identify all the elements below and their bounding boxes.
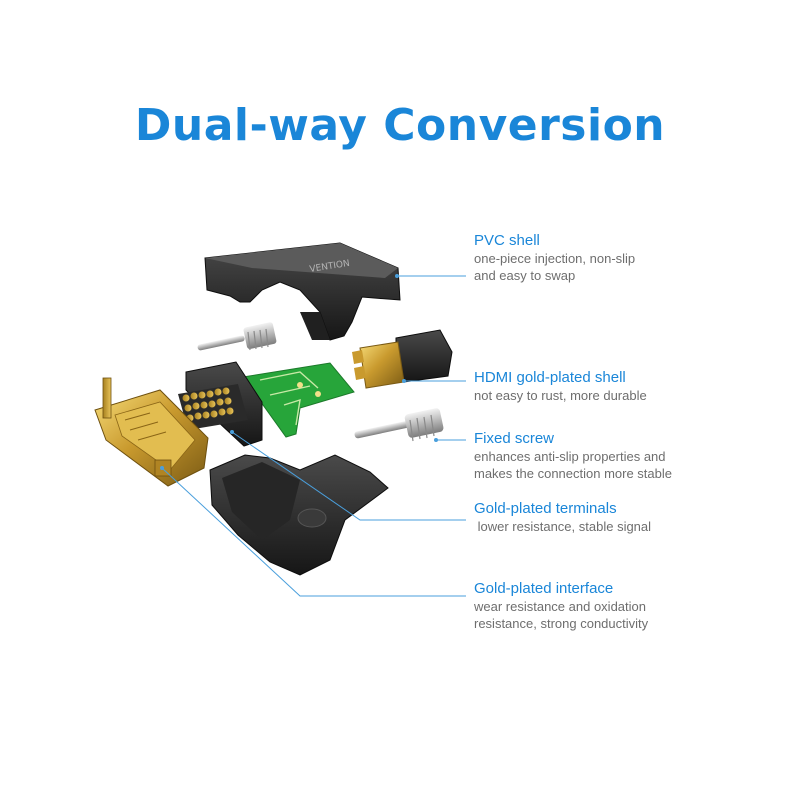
feature-description: enhances anti-slip properties and makes … (474, 448, 774, 482)
right-fixed-screw-image (354, 408, 444, 442)
feature-gold-plated-interface: Gold-plated interface wear resistance an… (474, 580, 774, 632)
feature-description: wear resistance and oxidation resistance… (474, 598, 774, 632)
feature-title: HDMI gold-plated shell (474, 369, 626, 386)
hdmi-module-image (352, 329, 453, 389)
feature-title: Gold-plated interface (474, 580, 614, 597)
feature-description-line: not easy to rust, more durable (474, 388, 647, 403)
feature-description-line: lower resistance, stable signal (474, 519, 652, 534)
terminal-block-image (178, 361, 263, 447)
feature-description-line: and easy to swap (474, 268, 576, 283)
feature-description: one-piece injection, non-slip and easy t… (474, 250, 774, 284)
feature-fixed-screw: Fixed screw enhances anti-slip propertie… (474, 430, 774, 482)
feature-gold-plated-terminals: Gold-plated terminals lower resistance, … (474, 500, 774, 535)
feature-description: not easy to rust, more durable (474, 387, 774, 404)
feature-description-line: one-piece injection, non-slip (474, 251, 636, 266)
feature-title: Fixed screw (474, 430, 555, 447)
feature-title: PVC shell (474, 232, 540, 249)
page-title: Dual-way Conversion (134, 100, 666, 151)
feature-hdmi-gold-plated-shell: HDMI gold-plated shell not easy to rust,… (474, 369, 774, 404)
pvc-bottom-shell-image (209, 454, 389, 576)
feature-title: Gold-plated terminals (474, 500, 617, 517)
left-fixed-screw-image (197, 322, 277, 351)
feature-description: lower resistance, stable signal (474, 518, 774, 535)
feature-description-line: makes the connection more stable (474, 466, 672, 481)
pcb-board-image (242, 362, 355, 438)
feature-description-line: resistance, strong conductivity (474, 616, 649, 631)
feature-pvc-shell: PVC shell one-piece injection, non-slip … (474, 232, 774, 284)
feature-description-line: wear resistance and oxidation (474, 599, 646, 614)
callout-leader-lines (161, 275, 466, 597)
pvc-top-shell-image: VENTION (204, 242, 401, 341)
feature-description-line: enhances anti-slip properties and (474, 449, 666, 464)
